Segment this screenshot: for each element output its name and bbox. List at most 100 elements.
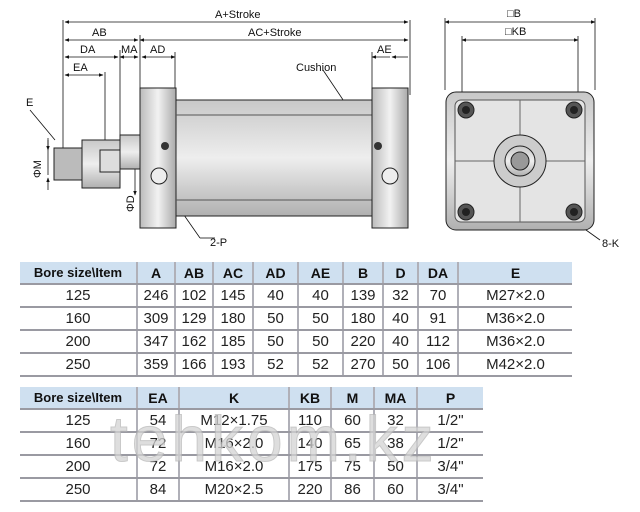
column-header: B — [343, 262, 384, 285]
column-header: Bore size\Item — [20, 387, 138, 410]
table-cell: 309 — [137, 307, 176, 331]
label-ac-stroke: AC+Stroke — [248, 27, 302, 39]
table-cell: 72 — [137, 432, 180, 456]
table-cell: 75 — [331, 455, 375, 479]
table-cell: 65 — [331, 432, 375, 456]
cylinder-drawing: A+Stroke AB AC+Stroke DA MA AD AE EA Cus… — [26, 8, 620, 250]
column-header: Bore size\Item — [20, 262, 138, 285]
table-cell: 250 — [20, 478, 138, 502]
table-cell: 40 — [383, 307, 419, 331]
table-cell: 162 — [175, 330, 214, 354]
label-d: ΦD — [125, 195, 137, 212]
table-cell: 40 — [253, 284, 299, 308]
table-cell: 166 — [175, 353, 214, 377]
column-header: P — [417, 387, 483, 410]
label-ad: AD — [150, 44, 165, 56]
table-cell: 50 — [253, 330, 299, 354]
label-b: □B — [507, 8, 521, 20]
table-cell: 200 — [20, 455, 138, 479]
table-cell: 38 — [374, 432, 418, 456]
table-cell: 86 — [331, 478, 375, 502]
table-cell: 175 — [289, 455, 332, 479]
column-header: DA — [418, 262, 459, 285]
table-cell: 50 — [383, 353, 419, 377]
column-header: EA — [137, 387, 180, 410]
table-cell: 145 — [213, 284, 254, 308]
table-cell: 102 — [175, 284, 214, 308]
table-cell: 140 — [289, 432, 332, 456]
table-cell: 112 — [418, 330, 459, 354]
label-cushion: Cushion — [296, 62, 336, 74]
table-cell: 160 — [20, 307, 138, 331]
label-2p: 2-P — [210, 237, 227, 249]
column-header: M — [331, 387, 375, 410]
table-cell: 52 — [298, 353, 344, 377]
label-kb: □KB — [505, 26, 526, 38]
table-cell: M36×2.0 — [458, 307, 572, 331]
table-cell: M16×2.0 — [179, 432, 290, 456]
table-cell: 180 — [213, 307, 254, 331]
column-header: MA — [374, 387, 418, 410]
label-ma: MA — [121, 44, 138, 56]
table-cell: 72 — [137, 455, 180, 479]
table-cell: 60 — [331, 409, 375, 433]
column-header: AC — [213, 262, 254, 285]
table-cell: 193 — [213, 353, 254, 377]
label-8k: 8-K — [602, 238, 620, 250]
column-header: D — [383, 262, 419, 285]
table-cell: 91 — [418, 307, 459, 331]
table-cell: 106 — [418, 353, 459, 377]
label-ab: AB — [92, 27, 107, 39]
cylinder-end-view — [445, 91, 595, 231]
table-cell: 160 — [20, 432, 138, 456]
label-ae: AE — [377, 44, 392, 56]
cylinder-side-view — [53, 87, 409, 229]
table-cell: 32 — [383, 284, 419, 308]
table-cell: 32 — [374, 409, 418, 433]
table-cell: 54 — [137, 409, 180, 433]
table-cell: 250 — [20, 353, 138, 377]
label-e: E — [26, 97, 33, 109]
table-cell: 50 — [298, 330, 344, 354]
table-cell: 270 — [343, 353, 384, 377]
table-cell: M16×2.0 — [179, 455, 290, 479]
table-cell: 3/4" — [417, 455, 483, 479]
table-cell: 246 — [137, 284, 176, 308]
label-da: DA — [80, 44, 96, 56]
table-cell: 347 — [137, 330, 176, 354]
table-cell: 220 — [289, 478, 332, 502]
table-cell: 60 — [374, 478, 418, 502]
table-cell: 125 — [20, 284, 138, 308]
column-header: K — [179, 387, 290, 410]
table-cell: 70 — [418, 284, 459, 308]
table-cell: 139 — [343, 284, 384, 308]
column-header: AB — [175, 262, 214, 285]
column-header: AE — [298, 262, 344, 285]
column-header: E — [458, 262, 572, 285]
table-cell: 129 — [175, 307, 214, 331]
table-cell: 200 — [20, 330, 138, 354]
label-ea: EA — [73, 62, 88, 74]
column-header: AD — [253, 262, 299, 285]
table-cell: M12×1.75 — [179, 409, 290, 433]
table-cell: 52 — [253, 353, 299, 377]
label-m: ΦM — [32, 160, 44, 178]
table-cell: M36×2.0 — [458, 330, 572, 354]
table-cell: 50 — [253, 307, 299, 331]
table-cell: 40 — [383, 330, 419, 354]
table-cell: 3/4" — [417, 478, 483, 502]
table-cell: 220 — [343, 330, 384, 354]
table-cell: 1/2" — [417, 409, 483, 433]
table-cell: M42×2.0 — [458, 353, 572, 377]
table-cell: 110 — [289, 409, 332, 433]
table-cell: 125 — [20, 409, 138, 433]
